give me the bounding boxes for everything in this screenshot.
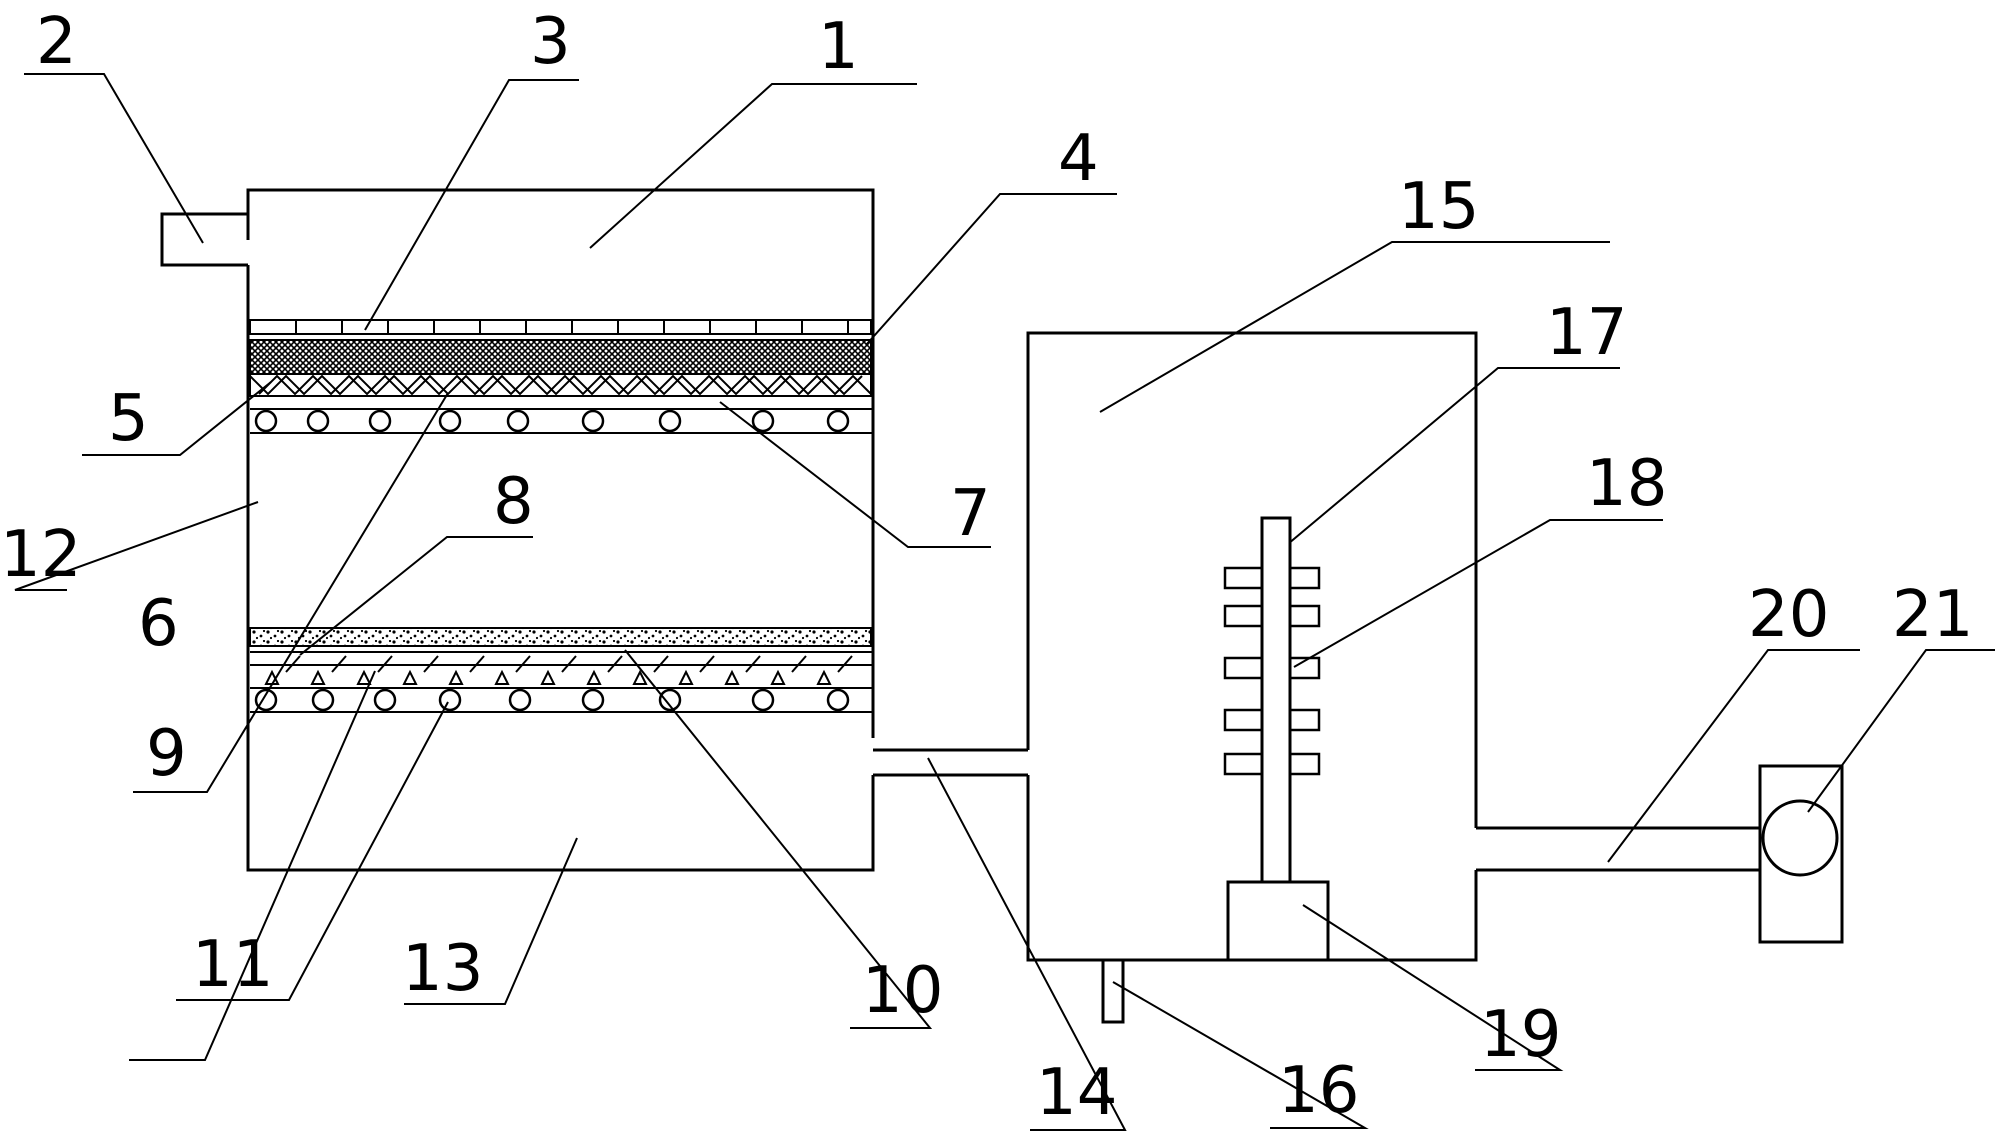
label-11: 11 [192,928,273,1002]
nozzle-slash [791,655,807,673]
upper-roller-layer [250,408,873,434]
speckled-filter-layer [249,627,872,647]
label-9: 9 [146,717,187,791]
nozzle-triangle [448,669,464,685]
roller-circle [826,409,850,433]
label-4: 4 [1058,122,1099,196]
roller-circle [751,409,775,433]
inlet-pipe [160,212,248,267]
main-tower [246,188,875,872]
nozzle-triangle [816,669,832,685]
roller-circle [368,409,392,433]
roller-circle [311,688,335,712]
zigzag-line [258,374,872,396]
nozzle-slash [515,655,531,673]
roller-circle [658,409,682,433]
mesh-layer [249,339,872,375]
nozzle-slash [423,655,439,673]
fan-housing [1758,764,1844,944]
label-13: 13 [402,932,483,1006]
nozzle-slash [837,655,853,673]
drain-outlet [1101,960,1125,1024]
label-6: 6 [138,587,179,661]
roller-circle [581,409,605,433]
roller-circle [826,688,850,712]
roller-circle [506,409,530,433]
nozzle-slash [607,655,623,673]
roller-circle [373,688,397,712]
nozzle-slash [331,655,347,673]
nozzle-triangle [770,669,786,685]
label-8: 8 [493,465,534,539]
label-5: 5 [108,382,149,456]
roller-circle [438,409,462,433]
label-1: 1 [818,10,859,84]
roller-circle [751,688,775,712]
support-plate [249,319,872,335]
label-20: 20 [1748,578,1829,652]
nozzle-triangle [310,669,326,685]
nozzle-triangle [678,669,694,685]
roller-circle [438,688,462,712]
lower-roller-layer [250,687,873,713]
motor [1226,880,1330,962]
roller-circle [508,688,532,712]
label-12: 12 [0,518,81,592]
label-21: 21 [1892,578,1973,652]
stirring-shaft-front [1260,516,1292,884]
nozzle-slash [561,655,577,673]
label-10: 10 [862,954,943,1028]
roller-circle [658,688,682,712]
nozzle-triangle [632,669,648,685]
label-7: 7 [950,477,991,551]
nozzle-triangle [540,669,556,685]
zigzag-line [249,374,863,396]
leader-lines [14,73,1995,1131]
label-14: 14 [1036,1056,1117,1130]
roller-circle [581,688,605,712]
nozzle-triangle [494,669,510,685]
zigzag-packing-layer [249,373,872,397]
nozzle-slash [745,655,761,673]
roller-circle [254,688,278,712]
nozzle-slash [285,655,301,673]
fan-icon [1761,799,1839,877]
nozzle-triangle [356,669,372,685]
nozzle-layer [250,651,873,685]
label-17: 17 [1546,296,1627,370]
label-2: 2 [36,5,77,79]
label-15: 15 [1398,170,1479,244]
nozzle-slash [469,655,485,673]
nozzle-slash [653,655,669,673]
roller-circle [306,409,330,433]
settling-tank [1026,331,1478,962]
label-16: 16 [1278,1054,1359,1128]
label-19: 19 [1480,998,1561,1072]
nozzle-slash [377,655,393,673]
label-18: 18 [1586,447,1667,521]
label-3: 3 [530,5,571,79]
roller-circle [254,409,278,433]
nozzle-triangle [402,669,418,685]
nozzle-triangle [724,669,740,685]
nozzle-triangle [586,669,602,685]
nozzle-slash [699,655,715,673]
